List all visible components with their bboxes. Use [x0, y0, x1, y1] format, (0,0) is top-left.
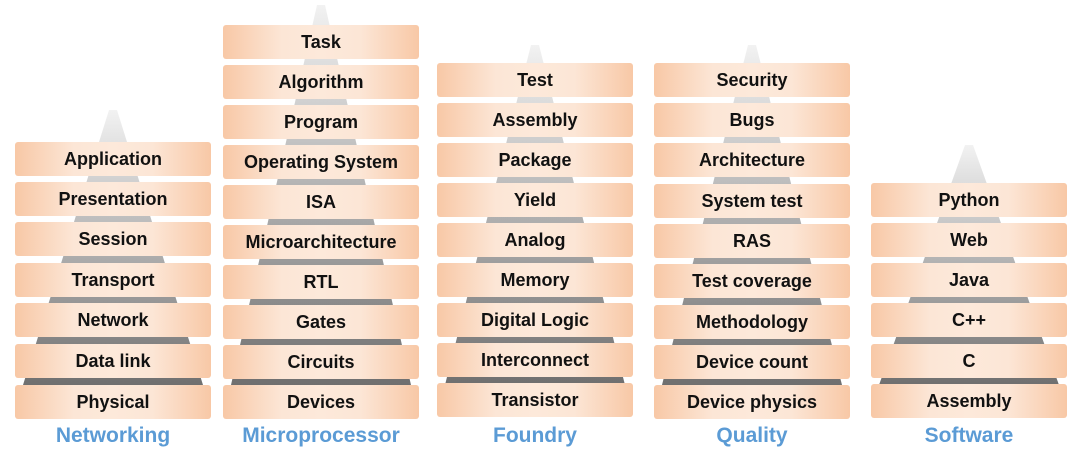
layer-block: Devices: [223, 385, 419, 419]
layer-block: Bugs: [654, 103, 850, 137]
stack-title: Networking: [55, 424, 171, 447]
layer-block: Transistor: [437, 383, 633, 417]
layer-block: Assembly: [437, 103, 633, 137]
stack-microprocessor: Task Algorithm Program Operating System …: [223, 0, 419, 475]
layer-block: Test: [437, 63, 633, 97]
layer-block: Methodology: [654, 305, 850, 339]
layer-block: Package: [437, 143, 633, 177]
layer-block: Device count: [654, 345, 850, 379]
stack-title: Microprocessor: [242, 424, 400, 447]
layer-block: Memory: [437, 263, 633, 297]
layer-block: Interconnect: [437, 343, 633, 377]
layer-block: C++: [871, 303, 1067, 337]
layer-block: Test coverage: [654, 264, 850, 298]
stack-quality: Security Bugs Architecture System test R…: [654, 0, 850, 475]
layer-block: Security: [654, 63, 850, 97]
layer-block: Application: [15, 142, 211, 176]
layer-block: Device physics: [654, 385, 850, 419]
layer-block: Digital Logic: [437, 303, 633, 337]
stack-software: Python Web Java C++ C Assembly Software: [871, 0, 1067, 475]
layer-block: C: [871, 344, 1067, 378]
layer-block: Microarchitecture: [223, 225, 419, 259]
stack-title: Quality: [716, 424, 788, 447]
layer-block: Yield: [437, 183, 633, 217]
stack-title: Software: [924, 424, 1014, 447]
layer-block: Data link: [15, 344, 211, 378]
stack-foundry: Test Assembly Package Yield Analog Memor…: [437, 0, 633, 475]
layer-block: Python: [871, 183, 1067, 217]
layer-block: System test: [654, 184, 850, 218]
layer-block: Task: [223, 25, 419, 59]
layer-block: RTL: [223, 265, 419, 299]
layer-block: Architecture: [654, 143, 850, 177]
layer-block: Circuits: [223, 345, 419, 379]
layer-block: Transport: [15, 263, 211, 297]
layer-block: Operating System: [223, 145, 419, 179]
layer-block: Analog: [437, 223, 633, 257]
stack-networking: Application Presentation Session Transpo…: [15, 0, 211, 475]
layer-block: Presentation: [15, 182, 211, 216]
layer-block: Gates: [223, 305, 419, 339]
stack-title: Foundry: [493, 424, 577, 447]
layer-block: Network: [15, 303, 211, 337]
layer-block: Physical: [15, 385, 211, 419]
layer-block: RAS: [654, 224, 850, 258]
layer-block: Assembly: [871, 384, 1067, 418]
layer-block: Session: [15, 222, 211, 256]
layer-block: Algorithm: [223, 65, 419, 99]
layer-block: Java: [871, 263, 1067, 297]
layer-block: Web: [871, 223, 1067, 257]
layer-block: ISA: [223, 185, 419, 219]
layer-block: Program: [223, 105, 419, 139]
